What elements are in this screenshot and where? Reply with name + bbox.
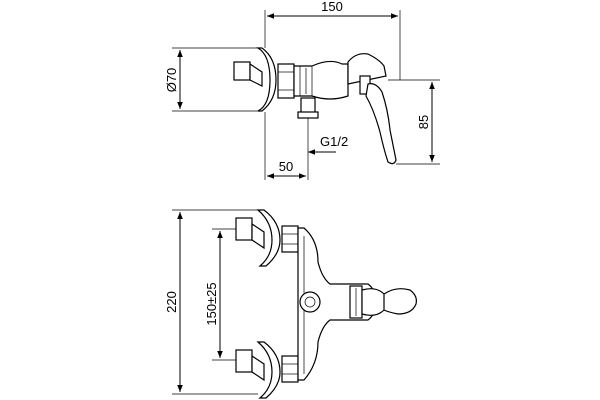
front-view: 220 150±25 — [164, 209, 417, 399]
inlet-connector — [249, 62, 263, 87]
outlet-circle — [299, 291, 321, 313]
dim-label-150pm: 150±25 — [204, 282, 219, 325]
dim-label-85: 85 — [416, 115, 431, 129]
dim-label-220: 220 — [164, 291, 179, 313]
lever-handle — [365, 83, 397, 165]
dim-label-150: 150 — [321, 0, 343, 14]
hex-nut — [277, 63, 295, 99]
valve-body-side — [293, 60, 349, 100]
upper-wall-flange — [256, 209, 281, 267]
lower-wall-flange — [256, 341, 281, 399]
outlet-nut — [297, 111, 319, 119]
upper-inlet-connector — [251, 222, 265, 250]
lower-hex-nut — [281, 355, 299, 383]
lower-inlet-stub — [235, 349, 253, 373]
inlet-stub — [233, 61, 251, 81]
wall-flange-side — [255, 47, 277, 112]
upper-inlet-stub — [235, 217, 253, 241]
thread-label-g12: G1/2 — [320, 134, 348, 149]
top-view: 150 Ø70 85 — [164, 0, 440, 180]
dim-label-d70: Ø70 — [164, 68, 179, 93]
outlet-inner-circle — [304, 296, 316, 308]
lower-inlet-connector — [251, 354, 265, 382]
bonnet — [347, 53, 387, 85]
dim-label-50: 50 — [279, 159, 293, 174]
cartridge-cap — [361, 288, 387, 316]
lever-handle-front — [383, 288, 417, 315]
upper-hex-nut — [281, 225, 299, 253]
